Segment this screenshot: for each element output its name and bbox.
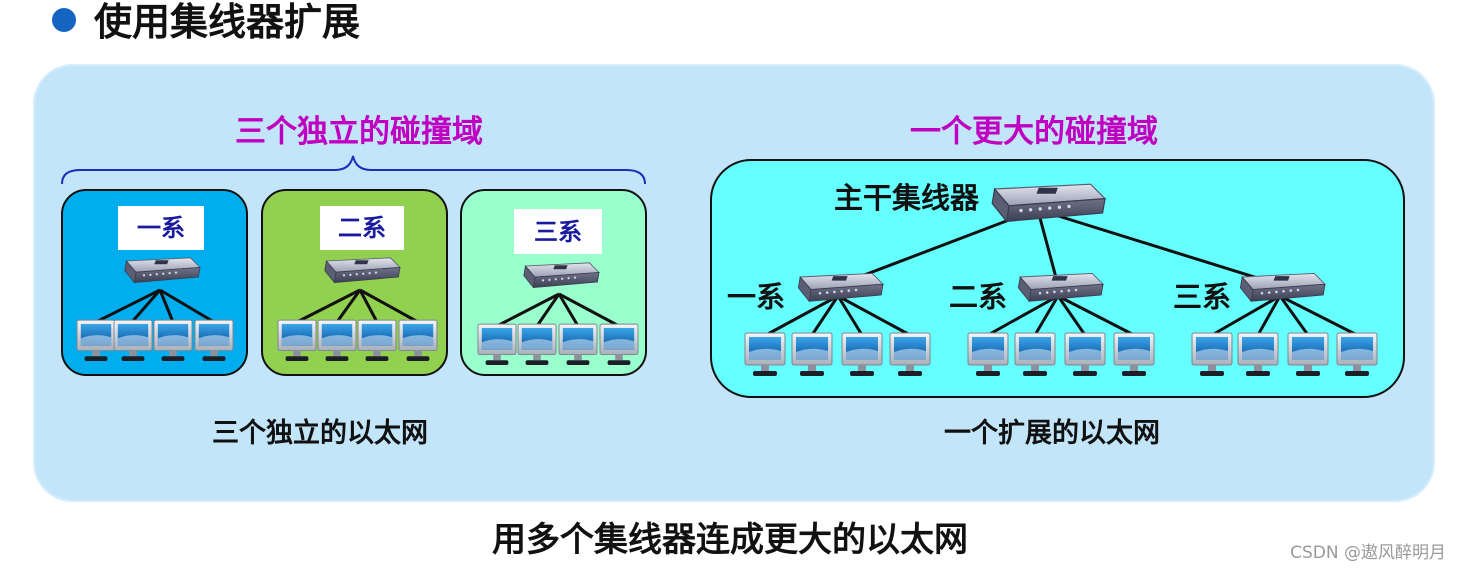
page-title: 使用集线器扩展: [94, 0, 361, 44]
dept-1-tag: 一系: [118, 206, 204, 250]
left-caption: 三个独立的以太网: [212, 418, 428, 449]
watermark: CSDN @遨风醉明月: [1290, 543, 1446, 563]
figure-caption: 用多个集线器连成更大的以太网: [492, 520, 968, 560]
dept-2-tag: 二系: [320, 206, 404, 250]
left-title: 三个独立的碰撞域: [235, 114, 483, 150]
right-dept-3-label: 三系: [1173, 280, 1232, 314]
dept-3-tag: 三系: [514, 209, 602, 254]
right-title: 一个更大的碰撞域: [910, 114, 1158, 150]
right-caption: 一个扩展的以太网: [944, 418, 1160, 449]
bullet-dot: [52, 8, 76, 32]
backbone-hub-label: 主干集线器: [834, 181, 980, 215]
right-dept-1-label: 一系: [727, 280, 786, 314]
right-dept-2-label: 二系: [949, 280, 1008, 314]
